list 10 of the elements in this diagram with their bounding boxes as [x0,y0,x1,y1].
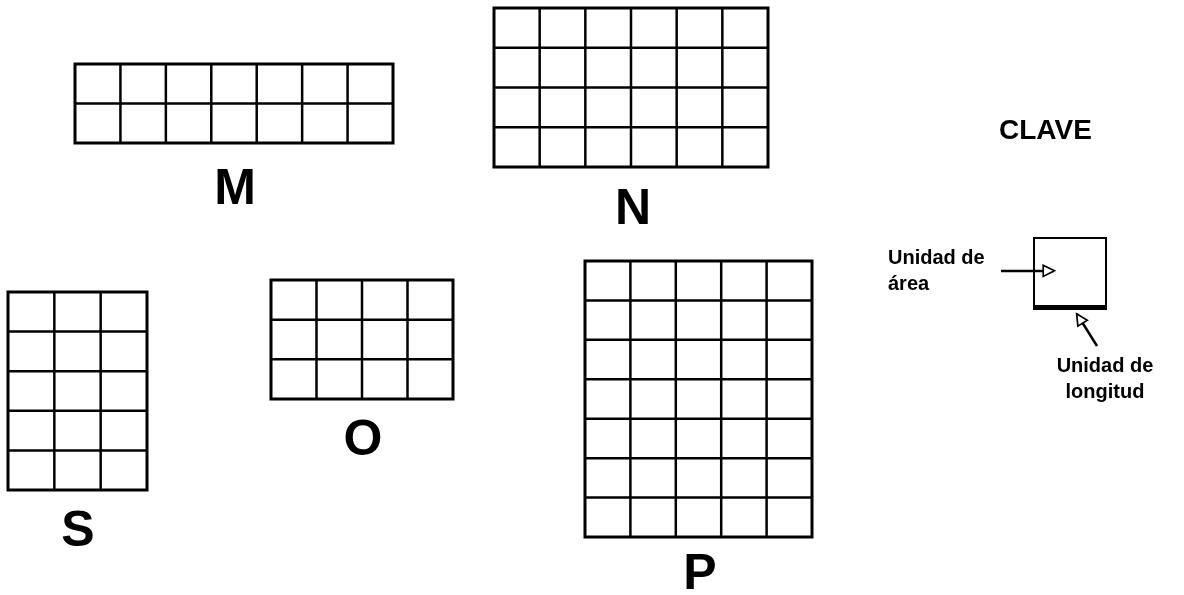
figure-letter: P [683,547,717,595]
figure-letter: M [214,162,256,212]
figure-letter: S [61,504,95,554]
arrow [1001,264,1055,277]
figure-letter: O [343,413,383,463]
key-label: Unidad de área [888,245,986,296]
figure-letter: N [614,182,652,232]
key-label: Unidad de longitud [1055,353,1155,404]
arrow [1075,313,1099,347]
key-heading: CLAVE [999,114,1092,146]
